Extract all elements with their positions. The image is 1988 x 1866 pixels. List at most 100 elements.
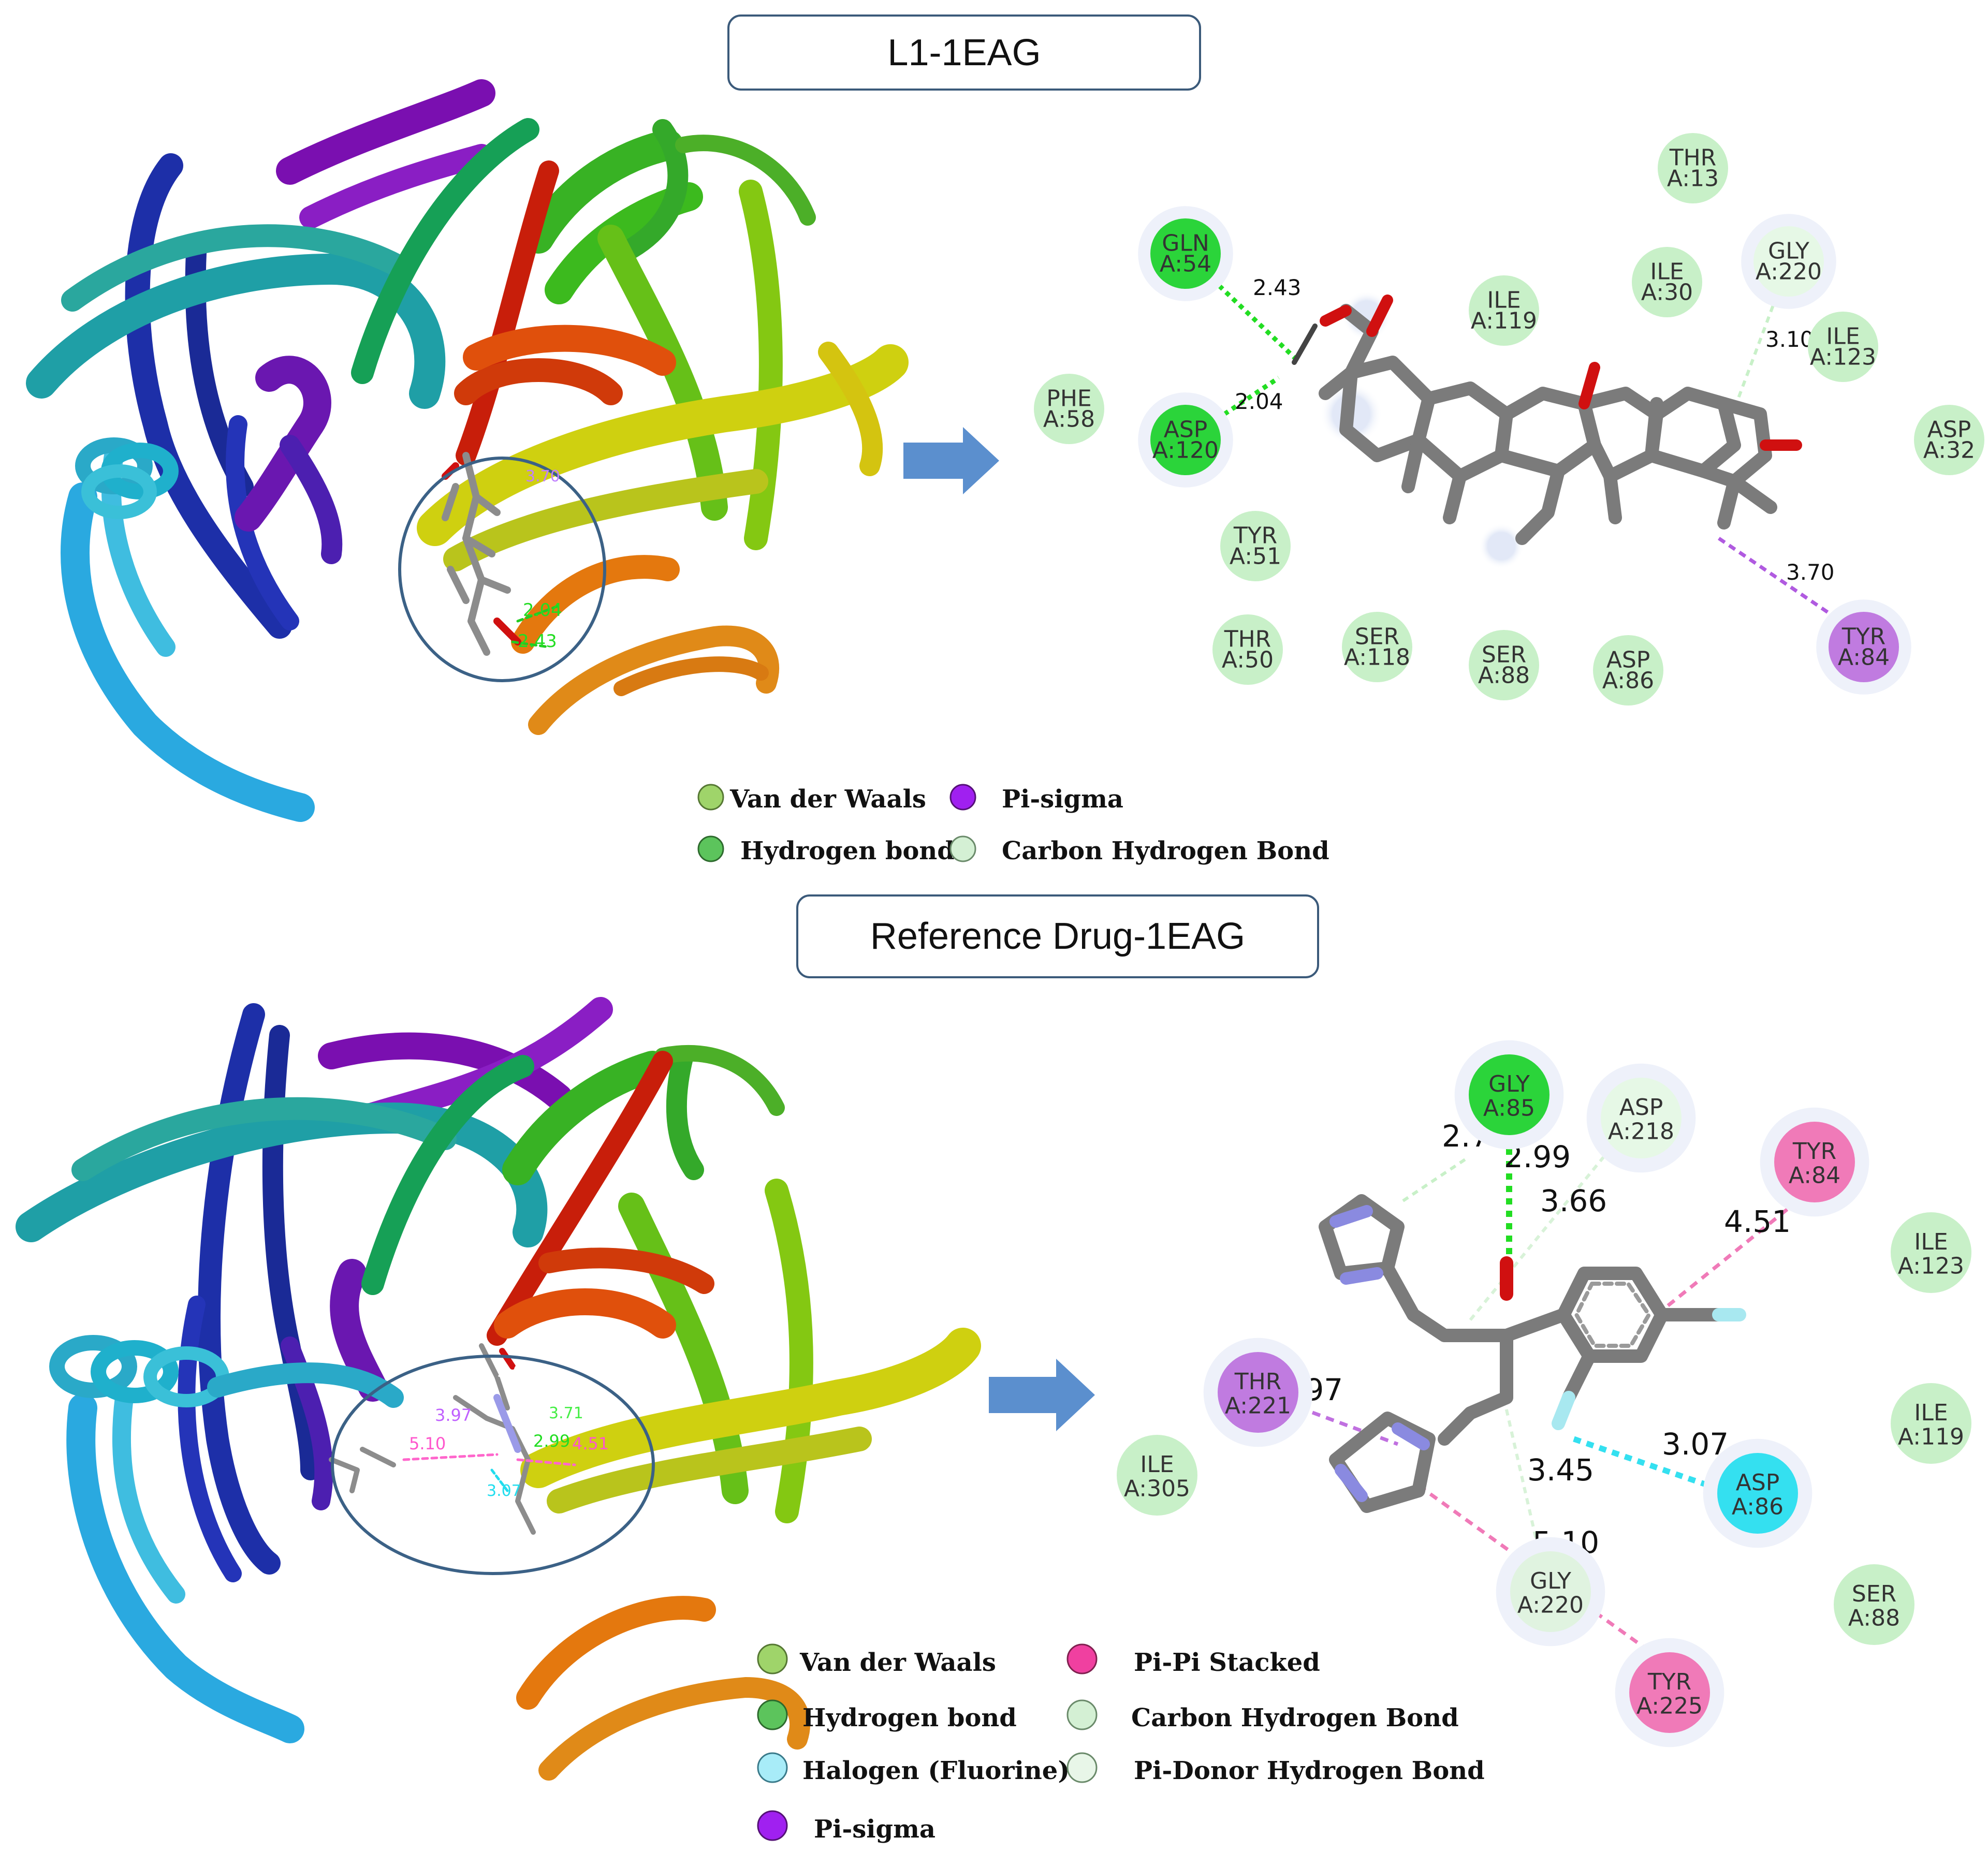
- cartoon-distance-label: 3.70: [525, 467, 560, 486]
- residue-disc: [1220, 511, 1291, 581]
- panel1-title: L1-1EAG: [727, 14, 1201, 91]
- residue-name: ILE: [1914, 1400, 1948, 1426]
- residue-disc: [1218, 1352, 1298, 1433]
- residue-number: A:50: [1222, 647, 1274, 673]
- residue-disc: [1469, 275, 1539, 346]
- legend-item-ch: Carbon Hydrogen Bond: [1066, 1699, 1459, 1732]
- residue-number: A:32: [1923, 437, 1975, 463]
- panel2-legend: Van der Waals Pi-Pi Stacked Hydrogen bon…: [757, 1643, 1485, 1844]
- residue-number: A:123: [1898, 1253, 1964, 1280]
- residue-number: A:305: [1124, 1476, 1190, 1502]
- residue-name: THR: [1224, 626, 1271, 653]
- residue-number: A:51: [1230, 543, 1281, 569]
- panel2-title: Reference Drug-1EAG: [796, 894, 1319, 978]
- cartoon-distance-label: 2.43: [518, 631, 557, 652]
- residue-number: A:85: [1483, 1095, 1535, 1122]
- panel2-ligand: [1319, 1194, 1746, 1513]
- residue-number: A:84: [1789, 1163, 1840, 1189]
- panel1-residues: GLNA:54ASPA:120PHEA:58TYRA:51THRA:50SERA…: [1034, 133, 1984, 706]
- legend-item-vdw: Van der Waals: [757, 1643, 996, 1677]
- legend-label: Van der Waals: [729, 785, 926, 814]
- panel1-protein-cartoon: [26, 79, 909, 822]
- residue-name: ASP: [1619, 1094, 1663, 1121]
- legend-item-hbond: Hydrogen bond: [697, 835, 955, 865]
- residue-disc: [1629, 1652, 1710, 1733]
- legend-item-pisigma: Pi-sigma: [949, 784, 1123, 814]
- legend-swatch: [1066, 1752, 1098, 1783]
- residue-name: ILE: [1487, 287, 1521, 314]
- distance-label: 3.45: [1527, 1452, 1594, 1488]
- residue-name: GLY: [1488, 1071, 1530, 1097]
- residue-name: TYR: [1792, 1138, 1836, 1165]
- cartoon-distance-label: 4.51: [572, 1434, 609, 1453]
- residue-name: SER: [1852, 1581, 1896, 1607]
- panel1-legend: Van der Waals Pi-sigma Hydrogen bond Car…: [697, 784, 1329, 865]
- legend-label: Van der Waals: [799, 1648, 996, 1677]
- residue-name: SER: [1355, 624, 1399, 650]
- residue-number: A:120: [1152, 437, 1219, 463]
- residue-disc: [1150, 218, 1221, 289]
- legend-label: Pi-sigma: [1002, 785, 1123, 814]
- residue-number: A:218: [1608, 1119, 1674, 1145]
- residue-disc: [1808, 312, 1878, 382]
- residue-number: A:86: [1602, 667, 1654, 694]
- cartoon-distance-label: 3.97: [435, 1405, 472, 1425]
- legend-swatch: [1066, 1643, 1098, 1674]
- residue-disc: [1717, 1453, 1798, 1534]
- legend-item-hbond: Hydrogen bond: [757, 1699, 1017, 1732]
- distance-label: 3.07: [1662, 1427, 1729, 1462]
- residue-name: TYR: [1233, 523, 1277, 549]
- residue-number: A:30: [1641, 279, 1693, 305]
- panel1-distance-labels: 2.43 2.04 3.10 3.70: [1235, 275, 1835, 585]
- residue-name: TYR: [1841, 624, 1885, 650]
- residue-disc: [1658, 133, 1728, 203]
- legend-swatch: [757, 1752, 788, 1783]
- legend-swatch: [697, 784, 724, 811]
- residue-disc: [1593, 635, 1663, 706]
- residue-disc: [1774, 1122, 1855, 1202]
- cartoon-distance-label: 2.04: [523, 600, 562, 621]
- residue-disc: [1891, 1383, 1971, 1464]
- legend-label: Carbon Hydrogen Bond: [1131, 1703, 1459, 1732]
- legend-item-pidonor: Pi-Donor Hydrogen Bond: [1066, 1752, 1485, 1785]
- legend-label: Pi-sigma: [814, 1815, 935, 1844]
- residue-name: GLY: [1768, 238, 1809, 265]
- distance-label: 3.10: [1765, 327, 1814, 352]
- distance-label: 3.66: [1540, 1183, 1607, 1218]
- cartoon-distance-label: 3.07: [487, 1482, 521, 1500]
- panel2-cartoon-labels: 3.66 3.97 5.10 3.71 2.99 4.51 3.07: [409, 1361, 609, 1500]
- legend-swatch: [757, 1699, 788, 1730]
- residue-number: A:220: [1517, 1592, 1584, 1619]
- residue-disc: [1601, 1078, 1682, 1158]
- cartoon-distance-label: 3.66: [497, 1361, 534, 1381]
- panel1-ligand: [1279, 291, 1802, 569]
- residue-number: A:220: [1756, 258, 1822, 285]
- residue-number: A:225: [1636, 1693, 1703, 1720]
- distance-label: 2.43: [1253, 275, 1302, 300]
- legend-item-halogen: Halogen (Fluorine): [757, 1752, 1070, 1785]
- legend-swatch: [757, 1643, 788, 1674]
- residue-disc: [1212, 614, 1283, 685]
- distance-label: 2.04: [1235, 389, 1283, 414]
- residue-name: ASP: [1927, 417, 1971, 443]
- panel2-protein-cartoon: [16, 997, 981, 1781]
- legend-item-pisigma: Pi-sigma: [757, 1810, 935, 1844]
- residue-disc: [1469, 1054, 1550, 1135]
- residue-name: ASP: [1606, 647, 1650, 673]
